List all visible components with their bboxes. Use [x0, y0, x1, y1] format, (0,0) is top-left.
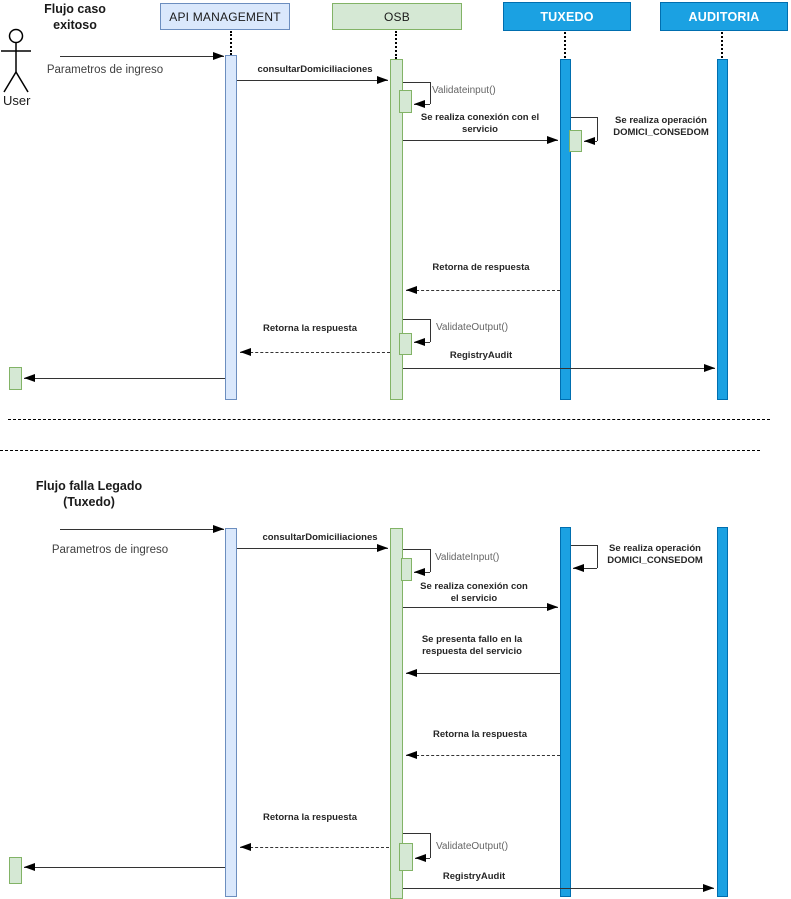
tuxedo-subactivation-flow1 — [569, 130, 582, 152]
tuxedo-activation-flow2 — [560, 527, 571, 897]
arrowhead — [703, 884, 714, 892]
arrowhead — [704, 364, 715, 372]
self-call-label: Se realiza operación DOMICI_CONSEDOM — [607, 543, 703, 567]
auditoria-activation-flow2 — [717, 527, 728, 897]
participant-header-tuxedo: TUXEDO — [503, 2, 631, 31]
message-arrow — [403, 607, 558, 608]
self-call-right-line — [430, 833, 431, 858]
arrowhead — [414, 568, 425, 576]
arrowhead — [24, 374, 35, 382]
lifeline-dotted-api-management — [230, 31, 232, 55]
message-label: Retorna la respuesta — [263, 812, 357, 823]
message-arrow — [406, 755, 560, 756]
arrowhead — [415, 854, 426, 862]
osb-subactivation-validateinput-flow1 — [399, 90, 412, 113]
self-call-right-line — [597, 545, 598, 568]
message-arrow — [403, 140, 558, 141]
lifeline-dotted-tuxedo — [564, 32, 566, 58]
message-label: Parametros de ingreso — [51, 544, 169, 556]
user-actor-icon — [1, 28, 31, 93]
user-return-box-flow2 — [9, 857, 22, 884]
message-label: Retorna de respuesta — [432, 262, 530, 273]
osb-subactivation-validateoutput-flow1 — [399, 333, 412, 355]
flow-separator-line — [0, 450, 760, 451]
participant-header-osb: OSB — [332, 3, 462, 30]
self-call-top-line — [403, 549, 430, 550]
osb-subactivation-validateoutput-flow2 — [399, 843, 413, 871]
message-label: Retorna la respuesta — [263, 323, 357, 334]
arrowhead — [213, 52, 224, 60]
arrowhead — [584, 137, 595, 145]
flow-title: Flujo falla Legado (Tuxedo) — [35, 479, 143, 509]
arrowhead — [240, 348, 251, 356]
message-label: Retorna la respuesta — [433, 729, 527, 740]
osb-activation-flow1 — [390, 59, 403, 400]
self-call-top-line — [571, 117, 597, 118]
message-arrow — [237, 80, 388, 81]
lifeline-dotted-osb — [395, 31, 397, 59]
arrowhead — [414, 338, 425, 346]
message-label: consultarDomiciliaciones — [262, 532, 378, 543]
participant-header-auditoria: AUDITORIA — [660, 2, 788, 31]
arrowhead — [406, 669, 417, 677]
arrowhead — [573, 564, 584, 572]
osb-subactivation-validateinput-flow2 — [401, 558, 412, 581]
auditoria-activation-flow1 — [717, 59, 728, 400]
arrowhead — [24, 863, 35, 871]
self-call-right-line — [430, 549, 431, 572]
flow-title: Flujo caso exitoso — [44, 2, 106, 32]
arrowhead — [377, 544, 388, 552]
message-arrow — [240, 847, 389, 848]
message-arrow — [237, 548, 388, 549]
participant-header-api-management: API MANAGEMENT — [160, 3, 290, 30]
message-arrow — [406, 673, 560, 674]
lifeline-dotted-auditoria — [721, 32, 723, 58]
tuxedo-activation-flow1 — [560, 59, 571, 400]
arrowhead — [406, 751, 417, 759]
api-activation-flow1 — [225, 55, 237, 400]
message-arrow — [60, 529, 224, 530]
message-arrow — [403, 888, 714, 889]
arrowhead — [414, 100, 425, 108]
self-call-bottom-line — [573, 568, 597, 569]
arrowhead — [406, 286, 417, 294]
self-call-label: Validateinput() — [432, 85, 496, 96]
message-arrow — [24, 867, 225, 868]
flow-separator-line — [8, 419, 770, 420]
arrowhead — [547, 603, 558, 611]
self-call-right-line — [430, 82, 431, 104]
arrowhead — [547, 136, 558, 144]
message-label: Se realiza conexión con el servicio — [420, 112, 540, 136]
arrowhead — [240, 843, 251, 851]
self-call-top-line — [571, 545, 597, 546]
self-call-top-line — [403, 319, 430, 320]
message-arrow — [403, 368, 715, 369]
self-call-label: ValidateInput() — [435, 552, 500, 563]
arrowhead — [213, 525, 224, 533]
self-call-label: Se realiza operación DOMICI_CONSEDOM — [613, 115, 709, 139]
self-call-top-line — [403, 82, 430, 83]
message-arrow — [406, 290, 560, 291]
message-arrow — [60, 56, 224, 57]
message-arrow — [24, 378, 225, 379]
message-label: RegistryAudit — [449, 350, 513, 361]
self-call-top-line — [403, 833, 430, 834]
self-call-label: ValidateOutput() — [436, 841, 509, 852]
message-label: Se realiza conexión con el servicio — [420, 581, 528, 605]
user-return-box-flow1 — [9, 367, 22, 390]
message-label: Parametros de ingreso — [46, 64, 164, 76]
arrowhead — [377, 76, 388, 84]
user-actor-label: User — [3, 93, 31, 108]
api-activation-flow2 — [225, 528, 237, 897]
self-call-label: ValidateOutput() — [436, 322, 509, 333]
message-label: Se presenta fallo en la respuesta del se… — [421, 634, 523, 658]
message-label: RegistryAudit — [442, 871, 506, 882]
self-call-right-line — [597, 117, 598, 141]
message-label: consultarDomiciliaciones — [257, 64, 373, 75]
self-call-right-line — [430, 319, 431, 342]
message-arrow — [240, 352, 390, 353]
